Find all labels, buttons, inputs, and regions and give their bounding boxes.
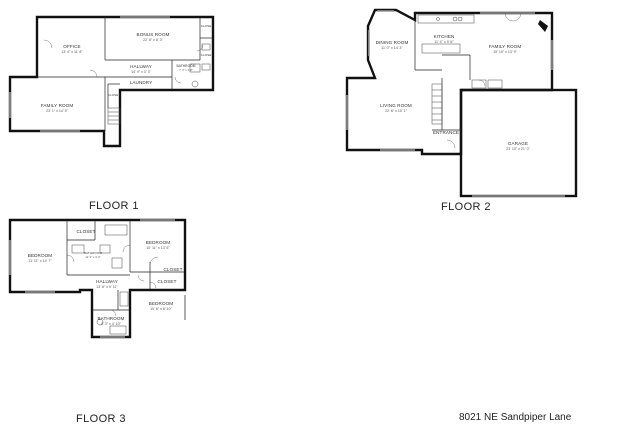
room-label-office: OFFICE <box>63 44 80 49</box>
room-dims-bathroom: 11' 2" x 4' 3" <box>85 255 100 259</box>
room-dims-living-room: 22' 6" x 15' 1" <box>385 109 407 113</box>
room-dims-bonus-room: 22' 8" x 8' 3" <box>143 38 163 42</box>
room-label-entrance: ENTRANCE <box>433 130 459 135</box>
room-label-kitchen: KITCHEN <box>434 34 455 39</box>
floor-1-plan: OFFICE 13' 4" x 11' 8" BONUS ROOM 22' 8"… <box>8 15 215 148</box>
room-label-family-room: FAMILY ROOM <box>489 44 522 49</box>
room-dims-bedroom: 10' 11" x 13' 5" <box>146 246 170 250</box>
room-dims-garage: 23' 10" x 21' 0" <box>506 147 530 151</box>
room-label-bathroom: BATHROOM <box>177 64 196 68</box>
floor-2-label: FLOOR 2 <box>441 201 491 213</box>
floor-3-plan: BEDROOM 11' 11" x 14' 7" CLOSET BATHROOM… <box>8 218 187 339</box>
room-label-closet: CLOSET <box>77 229 96 234</box>
floor-1-outer-wall <box>8 15 215 148</box>
room-dims-bedroom: 11' 11" x 14' 7" <box>28 259 52 263</box>
floor-1-label: FLOOR 1 <box>89 200 139 212</box>
room-label-closet: CLOSET <box>201 53 214 57</box>
room-dims-dining-room: 11' 0" x 14' 3" <box>381 46 403 50</box>
room-label-closet: CLOSET <box>158 279 177 284</box>
room-label-bathroom: BATHROOM <box>97 316 124 321</box>
property-address: 8021 NE Sandpiper Lane <box>459 412 572 423</box>
room-label-family-room: FAMILY ROOM <box>41 103 74 108</box>
room-label-bonus-room: BONUS ROOM <box>137 32 170 37</box>
floor-3-label: FLOOR 3 <box>76 413 126 425</box>
room-dims-family-room: 15' 10" x 13' 9" <box>493 50 517 54</box>
floor-2-outer-wall <box>345 8 554 156</box>
room-label-closet: CLOSET <box>164 267 183 272</box>
room-label-hallway: HALLWAY <box>130 64 152 69</box>
room-label-bedroom: BEDROOM <box>149 301 174 306</box>
room-dims-kitchen: 11' 4" x 9' 6" <box>434 40 454 44</box>
floor-3-outer-wall <box>8 218 187 339</box>
room-dims-office: 13' 4" x 11' 8" <box>61 50 83 54</box>
room-label-laundry: LAUNDRY <box>130 80 153 85</box>
room-label-dining-room: DINING ROOM <box>376 40 409 45</box>
room-dims-bathroom: 7' 3" x 4' 8" <box>179 68 193 72</box>
room-dims-bedroom: 10' 6" x 8' 10" <box>150 307 172 311</box>
floor-2-plan: DINING ROOM 11' 0" x 14' 3" KITCHEN 11' … <box>345 8 578 198</box>
room-dims-hallway: 14' 9" x 3' 3" <box>131 70 151 74</box>
room-dims-family-room: 23' 1" x 14' 5" <box>46 109 68 113</box>
room-dims-hallway: 13' 6" x 9' 11" <box>96 285 118 289</box>
room-label-hallway: HALLWAY <box>96 279 118 284</box>
room-label-closet: CLOSET <box>201 24 214 28</box>
room-label-bedroom: BEDROOM <box>146 240 171 245</box>
room-label-bathroom: BATHROOM <box>84 251 102 255</box>
room-label-garage: GARAGE <box>508 141 528 146</box>
room-dims-bathroom: 8' 3" x 4' 10" <box>101 322 121 326</box>
room-label-bedroom: BEDROOM <box>28 253 53 258</box>
room-label-living-room: LIVING ROOM <box>380 103 412 108</box>
room-label-closet: CLOSET <box>108 93 121 97</box>
